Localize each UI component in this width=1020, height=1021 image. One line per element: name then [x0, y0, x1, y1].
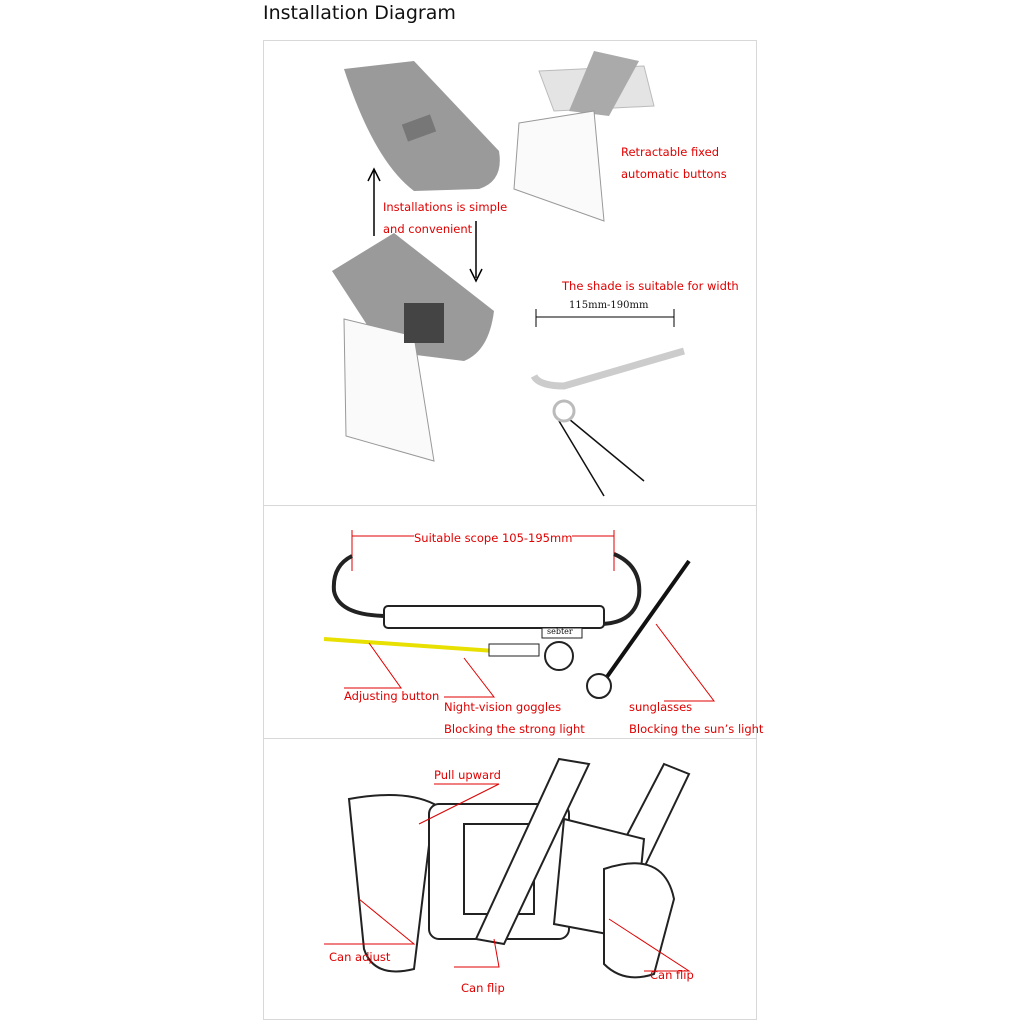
- page-title: Installation Diagram: [263, 2, 456, 24]
- retractable-label-1: Retractable fixed: [621, 145, 720, 159]
- usage-panel: Suitable scope 105-195mm sebter Adjustin…: [263, 505, 763, 739]
- install-label-2: and convenient: [383, 222, 473, 236]
- clip-detail-illustration: [324, 757, 691, 979]
- can-flip-left-label: Can flip: [461, 981, 505, 995]
- retractable-label-2: automatic buttons: [621, 167, 727, 181]
- night-vision-label: Night-vision goggles: [444, 700, 562, 714]
- pull-upward-label: Pull upward: [434, 768, 501, 782]
- adjusting-button-label: Adjusting button: [344, 689, 440, 703]
- sunglasses-label: sunglasses: [629, 700, 693, 714]
- clip-detail-panel: Pull upward Can adjust Can flip Can flip: [263, 738, 757, 1020]
- can-flip-right-label: Can flip: [650, 968, 694, 982]
- width-label: The shade is suitable for width: [562, 279, 739, 293]
- install-label-1: Installations is simple: [383, 200, 508, 214]
- can-adjust-label: Can adjust: [329, 950, 391, 964]
- installation-panel: Retractable fixed automatic buttons Inst…: [263, 40, 757, 506]
- night-vision-desc: Blocking the strong light: [444, 722, 585, 736]
- clip-side-illustration: [323, 530, 716, 702]
- installation-illustration: [332, 51, 685, 497]
- scope-label: Suitable scope 105-195mm: [414, 531, 573, 545]
- sunglasses-desc: Blocking the sun’s light: [629, 722, 764, 736]
- brand-label: sebter: [547, 627, 573, 636]
- width-range: 115mm-190mm: [569, 300, 649, 311]
